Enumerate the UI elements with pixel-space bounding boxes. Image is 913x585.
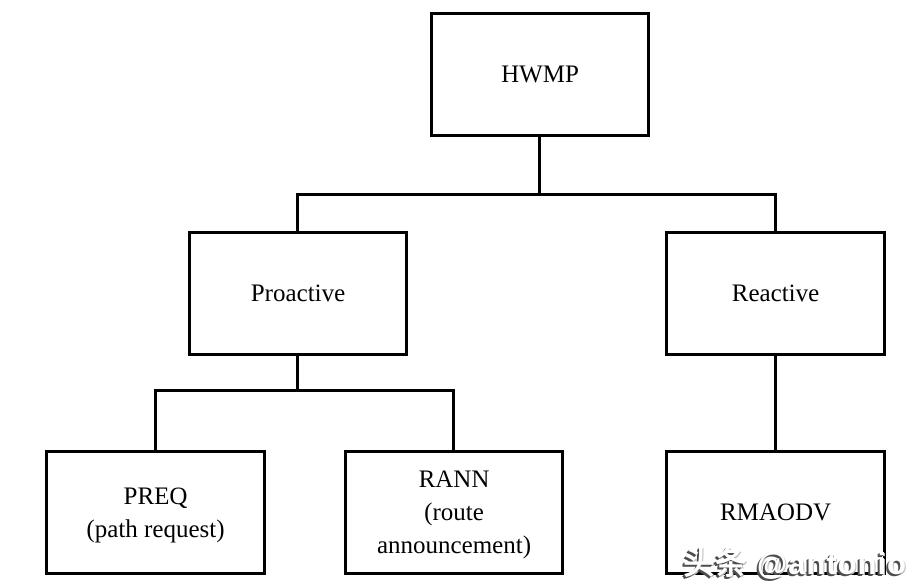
node-proactive-label: Proactive (250, 280, 346, 307)
edge-level1-horizontal-bar (296, 193, 777, 196)
node-preq-label-line2: (path request) (86, 515, 225, 543)
node-rmaodv-label: RMAODV (719, 499, 832, 526)
watermark: 头条 @antonio (683, 546, 907, 581)
edge-preq-drop (154, 389, 157, 450)
node-rann-label-line2: (route (424, 499, 484, 526)
edge-rann-drop (452, 389, 455, 450)
node-rann-label-line1: RANN (418, 466, 490, 493)
edge-reactive-rmaodv (774, 356, 777, 450)
node-preq: PREQ (path request) (45, 450, 266, 575)
edge-reactive-drop (774, 193, 777, 231)
node-reactive-label: Reactive (731, 280, 820, 307)
node-proactive: Proactive (188, 231, 408, 356)
node-hwmp: HWMP (430, 12, 650, 137)
node-reactive: Reactive (665, 231, 886, 356)
node-rann: RANN (route announcement) (344, 450, 564, 575)
edge-level2-horizontal-bar (154, 389, 455, 392)
edge-proactive-drop (296, 193, 299, 231)
edge-hwmp-stem (538, 137, 541, 196)
node-rann-label-line3: announcement) (376, 532, 532, 559)
node-hwmp-label: HWMP (501, 61, 579, 88)
node-rmaodv: RMAODV (665, 450, 886, 575)
edge-proactive-stem (296, 356, 299, 392)
node-preq-label-line1: PREQ (123, 482, 188, 510)
